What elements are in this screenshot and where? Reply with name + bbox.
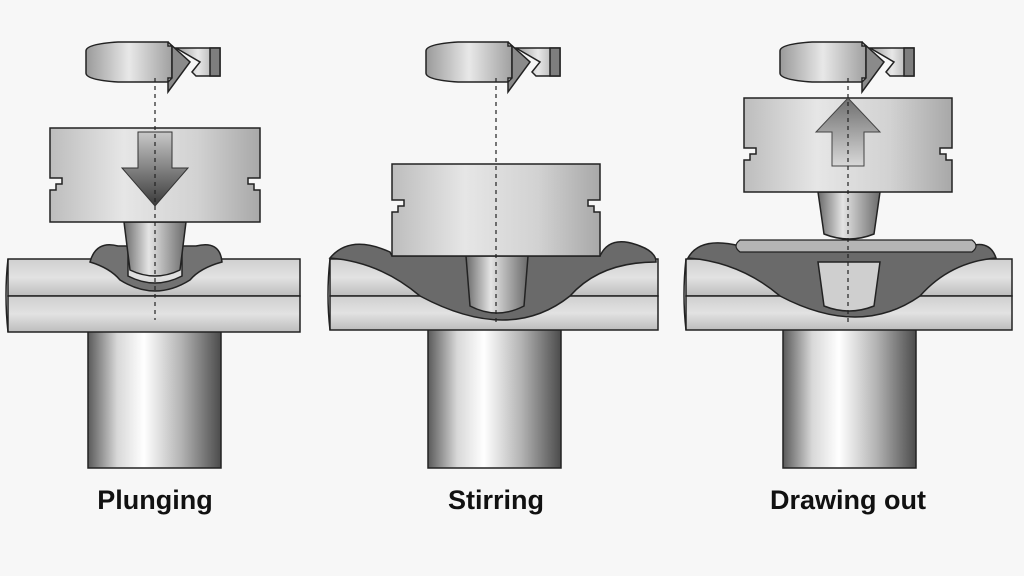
anvil-cylinder [87,319,222,469]
stage-plunging [5,41,301,469]
tool-pin [817,191,881,240]
anvil-cylinder [427,322,562,469]
shoulder-imprint [735,239,977,253]
stage-stirring [327,41,659,469]
stage-label-plunging: Plunging [97,485,213,515]
keyhole [817,261,881,312]
rotation-arrow-icon [779,41,915,95]
rotation-arrow-icon [425,41,561,95]
stage-label-stirring: Stirring [447,485,544,515]
stage-label-drawing-out: Drawing out [770,485,926,515]
anvil-cylinder [782,322,917,469]
tool-pin [465,255,529,314]
rotation-arrow-icon [85,41,221,95]
tool-shoulder [391,163,601,257]
workpiece-plates [5,258,301,333]
up-arrow-icon [814,97,882,167]
stage-drawing-out [683,41,1013,469]
